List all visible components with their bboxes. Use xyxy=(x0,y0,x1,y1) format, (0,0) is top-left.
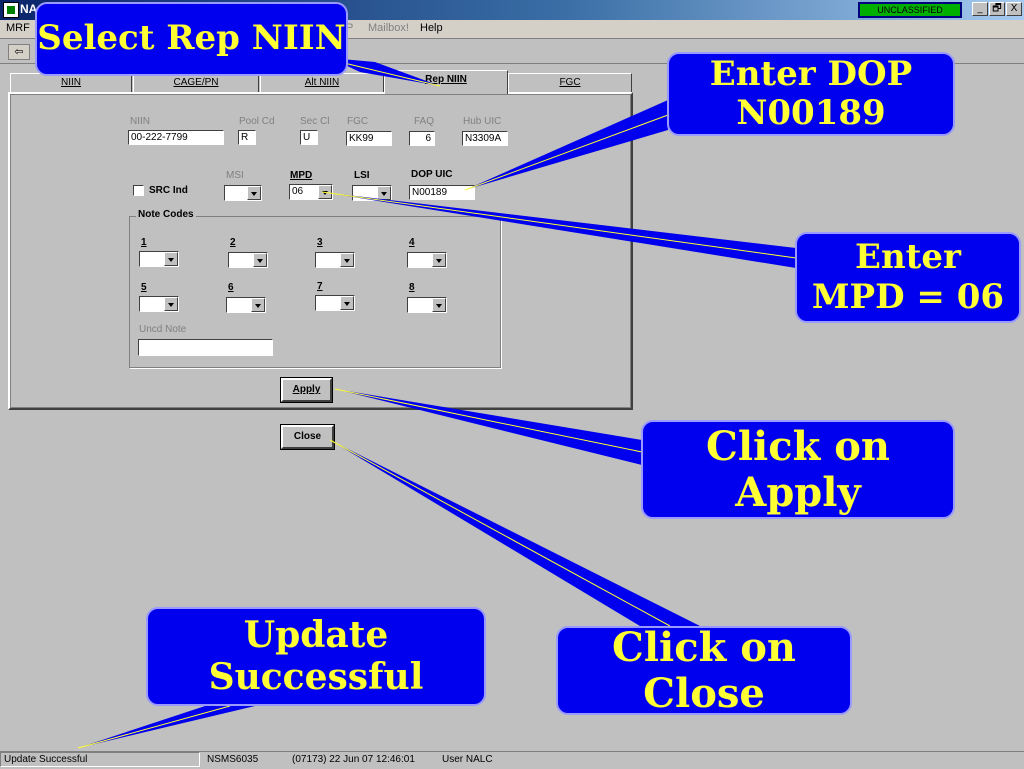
tab-fgc[interactable]: FGC xyxy=(508,73,632,93)
toolbar-icon[interactable]: ⇦ xyxy=(8,44,30,60)
menu-mrf[interactable]: MRF xyxy=(6,22,30,34)
callout-select-rep-niin: Select Rep NIIN xyxy=(35,2,348,76)
note-code-5-label: 5 xyxy=(141,282,147,293)
chevron-down-icon[interactable] xyxy=(253,253,267,267)
note-code-8-label: 8 xyxy=(409,282,415,293)
faq-label: FAQ xyxy=(414,116,435,127)
uncd-note-label: Uncd Note xyxy=(139,324,187,335)
fgc-field[interactable]: KK99 xyxy=(346,131,392,146)
callout-click-apply: Click on Apply xyxy=(641,420,955,519)
leader-update xyxy=(78,706,255,748)
mpd-value: 06 xyxy=(292,186,304,197)
msi-label: MSI xyxy=(226,170,244,181)
chevron-down-icon[interactable] xyxy=(340,296,354,310)
menu-help[interactable]: Help xyxy=(420,22,443,34)
sec-cl-label: Sec Cl xyxy=(300,116,330,127)
hub-uic-field[interactable]: N3309A xyxy=(462,131,508,146)
chevron-down-icon[interactable] xyxy=(432,298,446,312)
callout-enter-mpd: Enter MPD = 06 xyxy=(795,232,1021,323)
fgc-label: FGC xyxy=(347,116,369,127)
msi-select[interactable] xyxy=(224,185,262,201)
lsi-label: LSI xyxy=(354,170,370,181)
note-code-3-select[interactable] xyxy=(315,252,355,268)
pool-cd-field[interactable]: R xyxy=(238,130,256,145)
status-system: NSMS6035 xyxy=(207,754,259,765)
note-code-6-label: 6 xyxy=(228,282,234,293)
hub-uic-label: Hub UIC xyxy=(463,116,502,127)
src-ind-label: SRC Ind xyxy=(149,185,188,196)
restore-button[interactable]: 🗗 xyxy=(989,2,1005,16)
note-code-1-label: 1 xyxy=(141,237,147,248)
chevron-down-icon[interactable] xyxy=(251,298,265,312)
minimize-button[interactable]: _ xyxy=(972,2,988,16)
note-code-4-label: 4 xyxy=(409,237,415,248)
note-code-6-select[interactable] xyxy=(226,297,266,313)
leader-dop-line xyxy=(464,114,669,191)
note-codes-title: Note Codes xyxy=(136,209,196,220)
callout-click-close: Click on Close xyxy=(556,624,852,716)
window-title: NA xyxy=(20,2,38,16)
callout-enter-mpd-line1: Enter xyxy=(855,237,961,278)
sec-cl-field[interactable]: U xyxy=(300,130,318,145)
menu-p[interactable]: P xyxy=(346,22,354,34)
leader-apply xyxy=(335,389,642,465)
chevron-down-icon[interactable] xyxy=(247,186,261,200)
leader-mpd xyxy=(322,192,796,268)
uncd-note-field[interactable] xyxy=(138,339,273,356)
note-code-8-select[interactable] xyxy=(407,297,447,313)
note-codes-group xyxy=(129,216,501,368)
dop-uic-field[interactable]: N00189 xyxy=(409,185,475,200)
callout-enter-dop-line2: N00189 xyxy=(736,93,886,133)
note-code-2-label: 2 xyxy=(230,237,236,248)
status-message: Update Successful xyxy=(4,754,88,765)
leader-select-rep-line xyxy=(339,61,441,87)
tab-panel-inner xyxy=(10,94,631,408)
note-code-7-select[interactable] xyxy=(315,295,355,311)
note-code-4-select[interactable] xyxy=(407,252,447,268)
callout-update-successful: Update Successful xyxy=(146,607,486,706)
dop-uic-label: DOP UIC xyxy=(411,169,453,180)
close-button[interactable]: Close xyxy=(280,424,335,450)
app-icon[interactable] xyxy=(3,2,19,18)
note-code-2-select[interactable] xyxy=(228,252,268,268)
callout-enter-mpd-line2: MPD = 06 xyxy=(811,276,1005,317)
note-code-1-select[interactable] xyxy=(139,251,179,267)
status-datetime: (07173) 22 Jun 07 12:46:01 xyxy=(292,754,415,765)
leader-mpd-line xyxy=(321,191,797,259)
leader-close xyxy=(330,440,700,626)
pool-cd-label: Pool Cd xyxy=(239,116,275,127)
apply-button[interactable]: Apply xyxy=(280,377,333,403)
status-message-cell xyxy=(0,752,200,767)
classification-badge: UNCLASSIFIED xyxy=(858,2,962,18)
status-user: User NALC xyxy=(442,754,493,765)
callout-enter-dop-line1: Enter DOP xyxy=(709,53,913,94)
close-window-button[interactable]: X xyxy=(1006,2,1022,16)
note-code-7-label: 7 xyxy=(317,281,323,292)
niin-label: NIIN xyxy=(130,116,150,127)
menu-mailbox[interactable]: Mailbox! xyxy=(368,22,409,34)
src-ind-checkbox[interactable] xyxy=(133,185,144,196)
niin-field[interactable]: 00-222-7799 xyxy=(128,130,224,145)
note-code-5-select[interactable] xyxy=(139,296,179,312)
note-code-3-label: 3 xyxy=(317,237,323,248)
leader-close-line xyxy=(329,439,671,627)
leader-dop xyxy=(465,100,668,190)
tab-panel xyxy=(8,92,633,410)
chevron-down-icon[interactable] xyxy=(432,253,446,267)
status-bar xyxy=(0,751,1024,769)
leader-apply-line xyxy=(334,388,643,453)
faq-field[interactable]: 6 xyxy=(409,131,435,146)
chevron-down-icon[interactable] xyxy=(164,297,178,311)
leader-update-line xyxy=(77,705,231,749)
callout-enter-dop: Enter DOP N00189 xyxy=(667,52,955,136)
chevron-down-icon[interactable] xyxy=(340,253,354,267)
mpd-label: MPD xyxy=(290,170,313,181)
chevron-down-icon[interactable] xyxy=(164,252,178,266)
